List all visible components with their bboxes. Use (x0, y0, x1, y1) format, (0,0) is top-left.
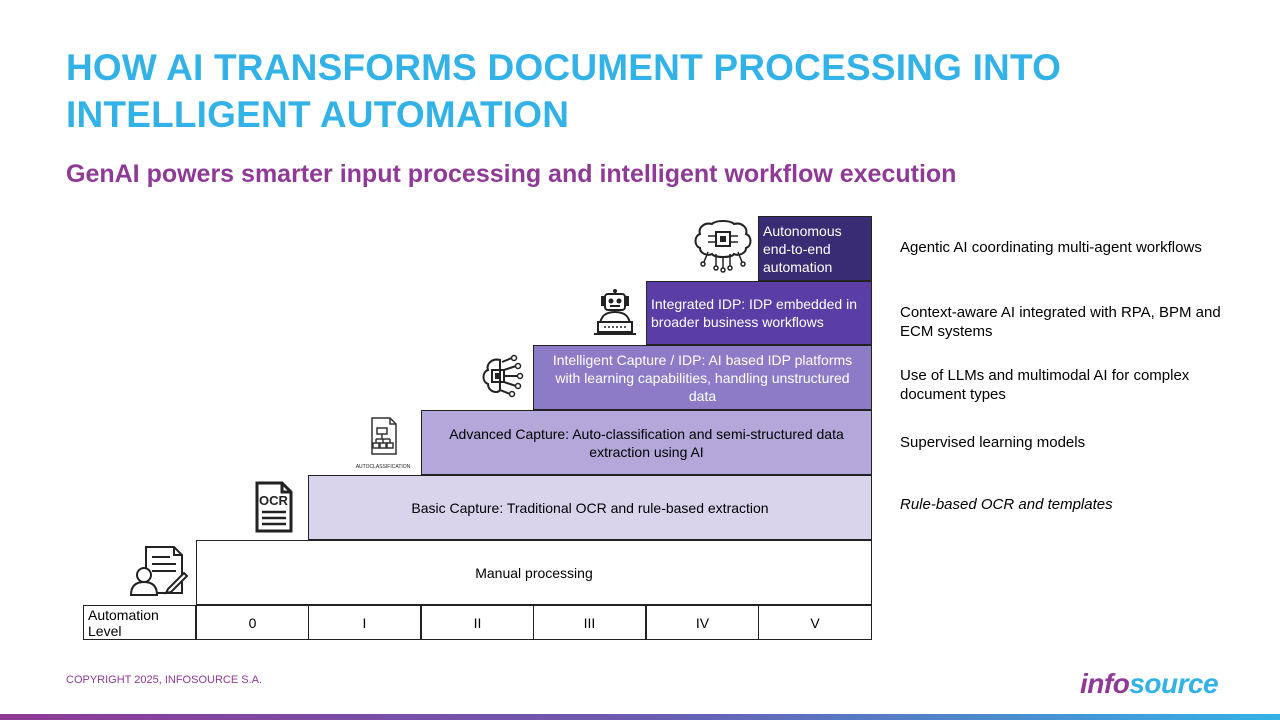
ai-brain-chip-icon (478, 352, 524, 398)
level-cell-5: V (758, 605, 872, 640)
step-level-2: Advanced Capture: Auto-classification an… (421, 410, 872, 475)
step-level-4: Integrated IDP: IDP embedded in broader … (646, 281, 872, 345)
ocr-icon-label: OCR (259, 493, 289, 508)
logo-part-info: info (1080, 668, 1130, 699)
step-level-3: Intelligent Capture / IDP: AI based IDP … (533, 345, 872, 410)
description-level-1: Rule-based OCR and templates (900, 496, 1113, 513)
level-cell-0: 0 (196, 605, 309, 640)
ocr-document-icon: OCR (254, 481, 294, 533)
level-cell-4: IV (646, 605, 759, 640)
robot-icon (592, 288, 638, 336)
page-title: HOW AI TRANSFORMS DOCUMENT PROCESSING IN… (66, 47, 1062, 135)
automation-level-header: Automation Level (83, 605, 196, 640)
description-level-4: Context-aware AI integrated with RPA, BP… (900, 304, 1221, 340)
description-level-3: Use of LLMs and multimodal AI for comple… (900, 367, 1190, 403)
logo-part-source: source (1129, 668, 1219, 699)
level-cell-3: III (533, 605, 646, 640)
step-level-5: Autonomous end-to-end automation (758, 216, 872, 281)
autoclassification-icon: AUTOCLASSIFICATION (352, 416, 414, 472)
description-level-2: Supervised learning models (900, 434, 1086, 451)
step-level-1: Basic Capture: Traditional OCR and rule-… (308, 475, 872, 540)
bottom-gradient-bar (0, 714, 1280, 720)
infosource-logo: infosource (1080, 668, 1219, 700)
ai-brain-circuit-icon (694, 218, 752, 274)
level-cell-1: I (308, 605, 421, 640)
level-cell-2: II (421, 605, 534, 640)
manual-document-icon (128, 545, 190, 597)
description-level-5: Agentic AI coordinating multi-agent work… (900, 239, 1202, 256)
copyright-text: COPYRIGHT 2025, INFOSOURCE S.A. (66, 674, 263, 686)
page-subtitle: GenAI powers smarter input processing an… (66, 160, 957, 188)
autoclassification-icon-label: AUTOCLASSIFICATION (356, 464, 411, 470)
step-level-0: Manual processing (196, 540, 872, 605)
